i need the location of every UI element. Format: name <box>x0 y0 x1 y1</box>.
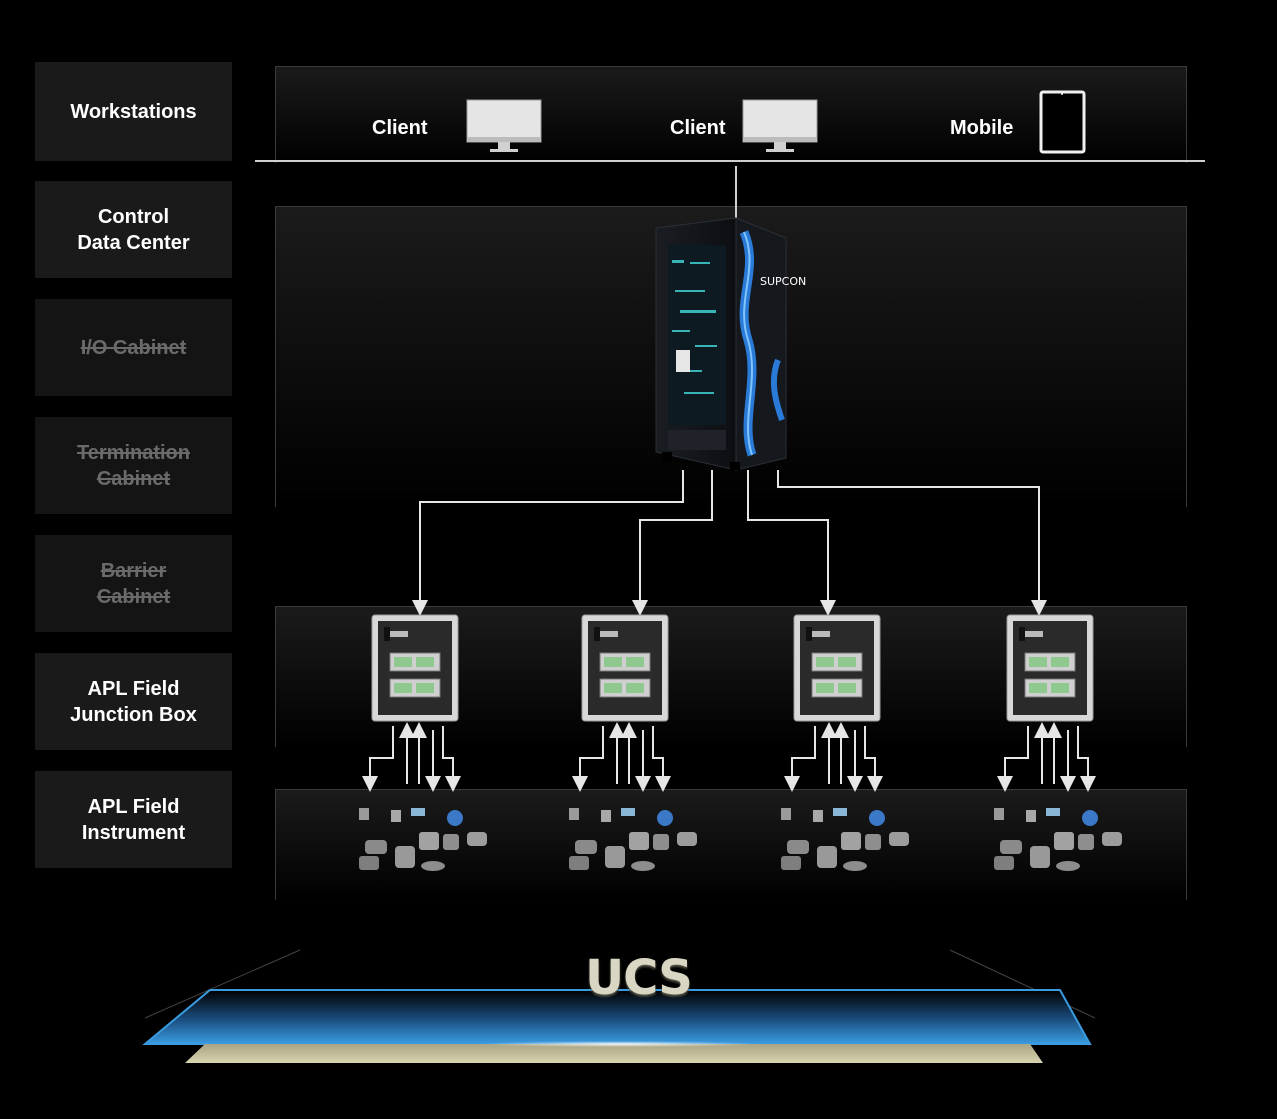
client-label-1: Client <box>372 117 428 139</box>
layer-button-workstations[interactable]: Workstations <box>35 62 232 161</box>
junction-box-icon <box>371 614 459 722</box>
server-logo: SUPCON <box>760 275 806 288</box>
layer-button-control-data-center[interactable]: Control Data Center <box>35 181 232 278</box>
instrument-connectors <box>997 722 1096 792</box>
layer-button-apl-field-junction-box[interactable]: APL Field Junction Box <box>35 653 232 750</box>
fieldbus-connectors <box>412 470 1047 616</box>
ucs-platform <box>142 949 1096 1063</box>
monitor-icon <box>742 99 818 152</box>
server-cabinet-icon: SUPCON <box>655 217 806 471</box>
instrument-connectors <box>362 722 461 792</box>
layer-button-io-cabinet[interactable]: I/O Cabinet <box>35 299 232 396</box>
instrument-connectors <box>784 722 883 792</box>
layer-button-termination-cabinet[interactable]: Termination Cabinet <box>35 417 232 514</box>
instrument-connectors <box>572 722 671 792</box>
junction-box-icon <box>581 614 669 722</box>
layer-button-apl-field-instrument[interactable]: APL Field Instrument <box>35 771 232 868</box>
client-label-2: Client <box>670 117 726 139</box>
workstations-band <box>275 66 1187 163</box>
monitor-icon <box>466 99 542 152</box>
ucs-title: UCS <box>585 950 693 1006</box>
field-instruments-icon <box>359 808 487 871</box>
field-instruments-icon <box>994 808 1122 871</box>
junction-box-icon <box>793 614 881 722</box>
junction-box-icon <box>1006 614 1094 722</box>
field-instruments-icon <box>569 808 697 871</box>
field-instruments-icon <box>781 808 909 871</box>
layer-button-barrier-cabinet[interactable]: Barrier Cabinet <box>35 535 232 632</box>
mobile-label: Mobile <box>950 117 1014 139</box>
tablet-icon <box>1039 90 1086 154</box>
